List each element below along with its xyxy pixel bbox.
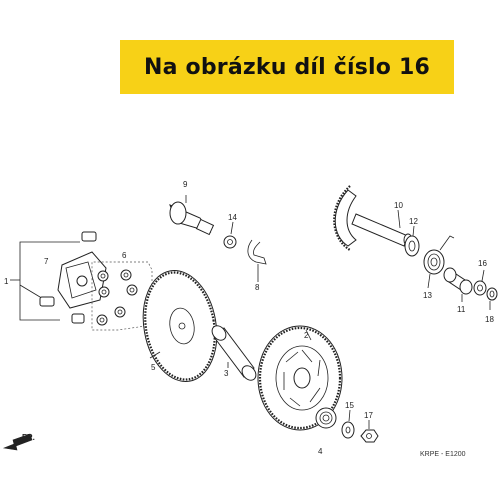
title-banner: Na obrázku díl číslo 16 bbox=[120, 40, 454, 94]
callout-8: 8 bbox=[255, 283, 260, 292]
callout-12: 12 bbox=[409, 217, 418, 226]
movable-drive-face-part-2[interactable] bbox=[257, 325, 343, 431]
callout-2: 2 bbox=[304, 331, 309, 340]
bushing-part-11[interactable] bbox=[443, 267, 473, 302]
front-direction-label: FR. bbox=[22, 433, 35, 442]
collar-part-3[interactable] bbox=[209, 323, 258, 383]
callout-16: 16 bbox=[478, 259, 487, 268]
drive-face-part-5[interactable] bbox=[135, 265, 225, 388]
callout-14: 14 bbox=[228, 213, 237, 222]
ramp-plate-part-7[interactable] bbox=[39, 231, 107, 324]
front-arrow-icon bbox=[2, 433, 33, 451]
washer-part-16[interactable] bbox=[473, 269, 487, 296]
ring-part-18[interactable] bbox=[486, 287, 498, 310]
callout-17: 17 bbox=[364, 411, 373, 420]
washer-part-15[interactable] bbox=[341, 409, 355, 439]
callout-5: 5 bbox=[151, 363, 156, 372]
nut-part-17[interactable] bbox=[360, 420, 379, 443]
callout-13: 13 bbox=[423, 291, 432, 300]
washer-part-12[interactable] bbox=[404, 225, 420, 257]
kickstarter-spindle-part-10[interactable] bbox=[333, 185, 413, 251]
callout-4: 4 bbox=[318, 447, 323, 456]
banner-title: Na obrázku díl číslo 16 bbox=[144, 54, 430, 80]
drive-face-boss-part-9[interactable] bbox=[169, 195, 215, 236]
callout-11: 11 bbox=[457, 305, 466, 314]
callout-7: 7 bbox=[44, 257, 49, 266]
callout-10: 10 bbox=[394, 201, 403, 210]
diagram-code: KRPE - E1200 bbox=[420, 451, 466, 458]
callout-18: 18 bbox=[485, 315, 494, 324]
washer-part-14[interactable] bbox=[223, 221, 237, 249]
callout-9: 9 bbox=[183, 180, 188, 189]
bearing-part-4[interactable] bbox=[315, 407, 337, 429]
roller-weights-part-6[interactable] bbox=[91, 261, 153, 331]
callout-6: 6 bbox=[122, 251, 127, 260]
callout-1: 1 bbox=[4, 277, 9, 286]
callout-3: 3 bbox=[224, 369, 229, 378]
spring-part-13[interactable] bbox=[423, 235, 455, 289]
callout-15: 15 bbox=[345, 401, 354, 410]
clip-part-8[interactable] bbox=[247, 239, 267, 282]
